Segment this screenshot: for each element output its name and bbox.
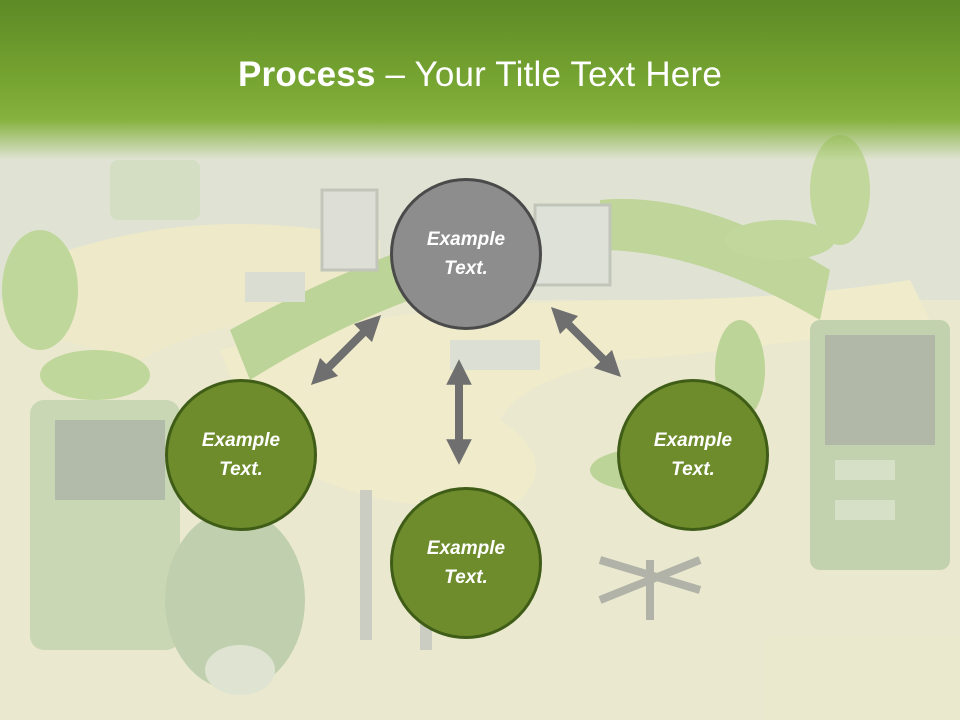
process-node-bottom-text: Example Text.: [426, 538, 506, 588]
arrow-top-left: [310, 314, 382, 386]
process-node-top-text: Example Text.: [426, 229, 506, 279]
process-node-bottom: Example Text.: [390, 487, 542, 639]
process-node-left-text: Example Text.: [201, 430, 281, 480]
arrow-top-right: [550, 306, 622, 378]
title-bold: Process: [238, 55, 376, 94]
process-node-left: Example Text.: [165, 379, 317, 531]
title-rest: – Your Title Text Here: [375, 55, 722, 94]
title-band: [0, 0, 960, 160]
slide-title: Process – Your Title Text Here: [0, 52, 960, 98]
process-node-top: Example Text.: [390, 178, 542, 330]
process-node-right-text: Example Text.: [653, 430, 733, 480]
process-node-right: Example Text.: [617, 379, 769, 531]
